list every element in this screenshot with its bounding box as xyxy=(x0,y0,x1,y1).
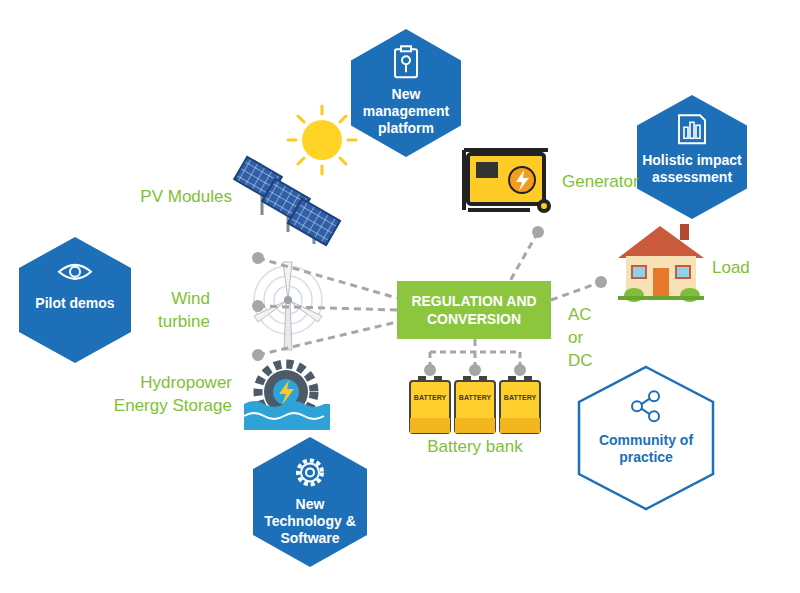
regulation-box: REGULATION AND CONVERSION xyxy=(397,281,551,339)
dashed-connector xyxy=(258,258,397,298)
battery-marking: BATTERY xyxy=(410,394,450,401)
house-icon xyxy=(618,224,704,302)
pv-panels xyxy=(234,157,340,245)
hexagon-outline xyxy=(253,437,367,567)
node-label: Community of practice xyxy=(591,432,701,466)
hexagon-outline xyxy=(579,367,713,509)
dashed-connector xyxy=(510,232,538,281)
component-label: Hydropower Energy Storage xyxy=(90,372,232,418)
hexagon-icon xyxy=(632,391,659,421)
hexagon-icon xyxy=(679,115,705,143)
component-name: PV Modules xyxy=(120,186,232,209)
node-label: Pilot demos xyxy=(27,295,123,312)
component-name: Battery bank xyxy=(405,436,545,459)
dashed-connector xyxy=(474,339,477,352)
component-label: Wind turbine xyxy=(130,288,210,334)
goal-hexagon-outline: Community of practice xyxy=(578,366,714,510)
hexagon-icon xyxy=(298,460,322,484)
battery-marking: BATTERY xyxy=(455,394,495,401)
node-label: New Technology & Software xyxy=(256,496,364,546)
goal-hexagon: Pilot demos xyxy=(18,236,132,364)
component-name: Generator xyxy=(562,171,662,194)
dashed-connector xyxy=(551,282,601,300)
hexagon-outline xyxy=(637,95,747,219)
component-label: Load xyxy=(712,257,772,280)
component-name: Hydropower Energy Storage xyxy=(90,372,232,418)
sun-icon xyxy=(288,106,356,174)
connector-label: AC or DC xyxy=(566,304,612,373)
hexagon-icon xyxy=(59,265,91,279)
hydropower-icon xyxy=(244,364,330,430)
hexagon-outline xyxy=(351,29,461,157)
node-label: Holistic impact assessment xyxy=(642,152,742,186)
component-label: Generator xyxy=(562,171,662,194)
battery-cells xyxy=(410,376,540,433)
goal-hexagon: Holistic impact assessment xyxy=(636,94,748,220)
component-label: PV Modules xyxy=(120,186,232,209)
dashed-connector xyxy=(258,306,397,310)
dashed-connector xyxy=(258,322,397,355)
goal-hexagon: New Technology & Software xyxy=(252,436,368,568)
goal-hexagon: New management platform xyxy=(350,28,462,158)
component-name: Wind turbine xyxy=(130,288,210,334)
node-label: New management platform xyxy=(356,86,456,136)
component-name: Load xyxy=(712,257,772,280)
battery-branch xyxy=(430,352,520,366)
node-label: REGULATION AND CONVERSION xyxy=(405,292,543,328)
hexagon-outline xyxy=(19,237,131,363)
component-label: Battery bank xyxy=(405,436,545,459)
battery-marking: BATTERY xyxy=(500,394,540,401)
hexagon-icon xyxy=(395,46,417,77)
connector-dots xyxy=(252,226,607,376)
generator-icon xyxy=(464,150,551,213)
